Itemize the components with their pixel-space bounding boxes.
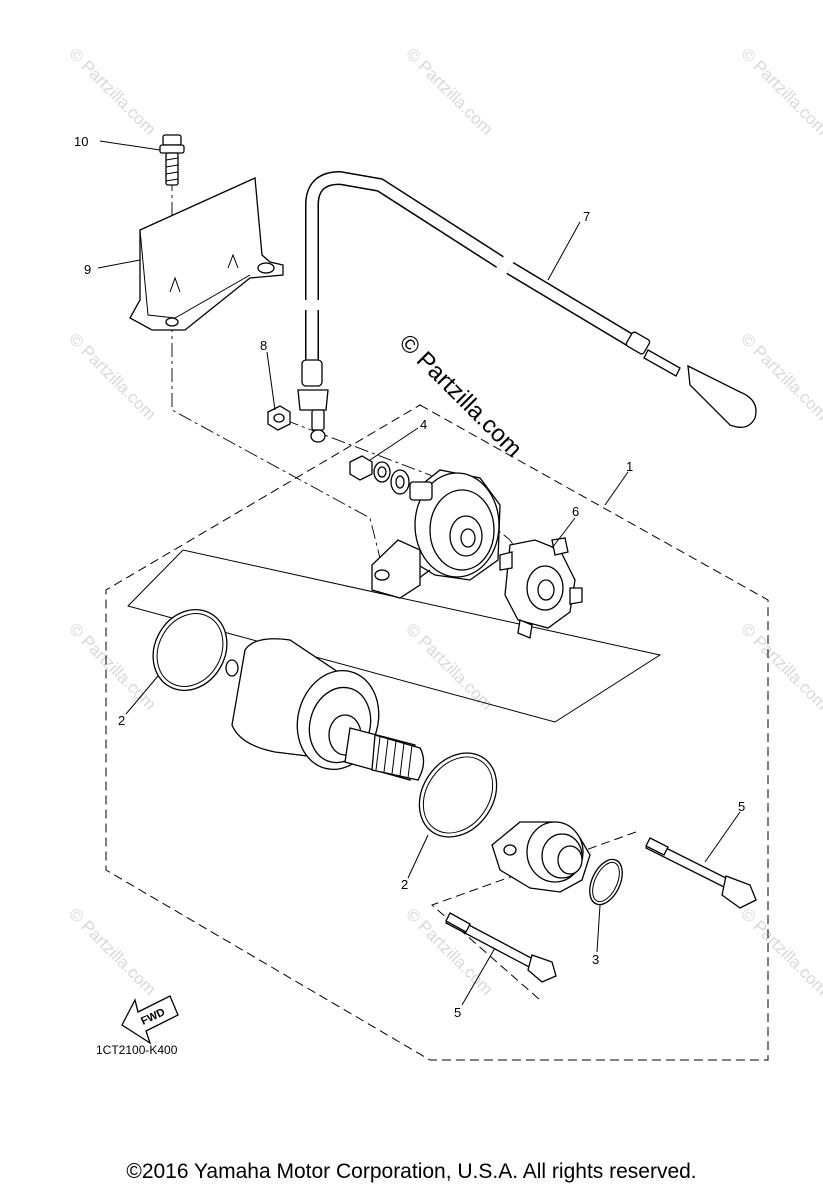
callout-1: 1 xyxy=(626,459,633,474)
watermark-tile: © Partzilla.com xyxy=(737,44,823,138)
callout-6: 6 xyxy=(572,504,579,519)
watermark-tile: © Partzilla.com xyxy=(737,619,823,713)
o-ring-part-2-lower xyxy=(418,752,498,838)
o-ring-part-3 xyxy=(589,858,623,906)
watermark-tile: © Partzilla.com xyxy=(65,44,159,138)
callout-9: 9 xyxy=(84,262,91,277)
fwd-arrow-icon: FWD xyxy=(121,995,179,1045)
starter-front-cover xyxy=(371,469,501,599)
watermark-tile: © Partzilla.com xyxy=(65,329,159,423)
bolt-part-10 xyxy=(159,134,185,186)
brush-holder-part-6 xyxy=(499,537,583,639)
bolt-alignment-line xyxy=(171,318,381,559)
nut-washers-part-4 xyxy=(349,455,410,495)
callout-8: 8 xyxy=(260,338,267,353)
callout-3: 3 xyxy=(592,952,599,967)
callout-2-upper: 2 xyxy=(118,713,125,728)
alignment-guide xyxy=(127,549,662,723)
assembly-outline xyxy=(105,404,769,1061)
watermark-center: © Partzilla.com xyxy=(394,329,527,462)
bracket-part-9 xyxy=(129,177,284,331)
callout-7: 7 xyxy=(583,209,590,224)
watermark-tile: © Partzilla.com xyxy=(737,904,823,998)
watermark-tile: © Partzilla.com xyxy=(65,619,159,713)
callout-10: 10 xyxy=(74,134,88,149)
starter-rear-cover xyxy=(491,821,591,893)
through-bolt-part-5-upper xyxy=(645,837,757,909)
cable-part-7 xyxy=(297,170,757,443)
callout-5-upper: 5 xyxy=(738,799,745,814)
starter-motor-yoke xyxy=(225,638,425,781)
callout-5-lower: 5 xyxy=(454,1005,461,1020)
copyright-notice: ©2016 Yamaha Motor Corporation, U.S.A. A… xyxy=(126,1160,697,1183)
o-ring-part-2-upper xyxy=(152,608,228,692)
through-bolt-part-5-lower xyxy=(445,912,557,983)
callout-leaders xyxy=(97,140,741,1006)
diagram-code: 1CT2100-K400 xyxy=(96,1043,178,1057)
callout-4: 4 xyxy=(420,417,427,432)
nut-part-8 xyxy=(267,405,291,431)
watermark-tile: © Partzilla.com xyxy=(402,619,496,713)
callout-2-lower: 2 xyxy=(401,877,408,892)
watermark-tile: © Partzilla.com xyxy=(402,44,496,138)
watermark-tile: © Partzilla.com xyxy=(65,904,159,998)
